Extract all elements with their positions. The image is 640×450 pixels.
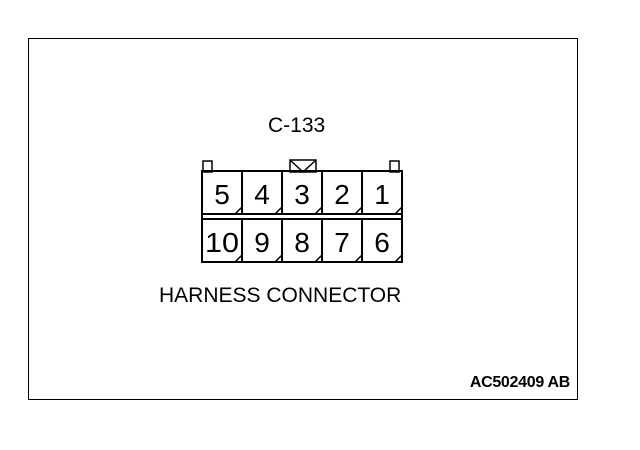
connector-body <box>201 170 403 263</box>
pin-cavity-notch <box>314 206 323 215</box>
pin-number-2: 2 <box>334 179 350 210</box>
pin-number-10: 10 <box>205 227 239 258</box>
pin-cavity-notch <box>354 206 363 215</box>
figure-code: AC502409 AB <box>469 374 570 391</box>
pin-cavity-notch <box>394 206 403 215</box>
pin-cavity-notch <box>274 206 283 215</box>
pin-number-9: 9 <box>254 227 270 258</box>
pin-number-7: 7 <box>334 227 350 258</box>
pin-cavity-notch <box>234 206 243 215</box>
pin-cavity-notch <box>394 254 403 263</box>
pin-number-5: 5 <box>214 179 230 210</box>
pin-cavity-notch <box>234 254 243 263</box>
pin-number-3: 3 <box>294 179 310 210</box>
pin-number-6: 6 <box>374 227 390 258</box>
pin-cavity-notch <box>314 254 323 263</box>
pin-cavity-notch <box>274 254 283 263</box>
connector-caption: HARNESS CONNECTOR <box>159 284 402 307</box>
diagram-frame <box>28 38 578 400</box>
pin-number-8: 8 <box>294 227 310 258</box>
pin-cavity-notch <box>354 254 363 263</box>
connector-id-label: C-133 <box>268 114 326 137</box>
pin-number-1: 1 <box>374 179 390 210</box>
pin-number-4: 4 <box>254 179 270 210</box>
